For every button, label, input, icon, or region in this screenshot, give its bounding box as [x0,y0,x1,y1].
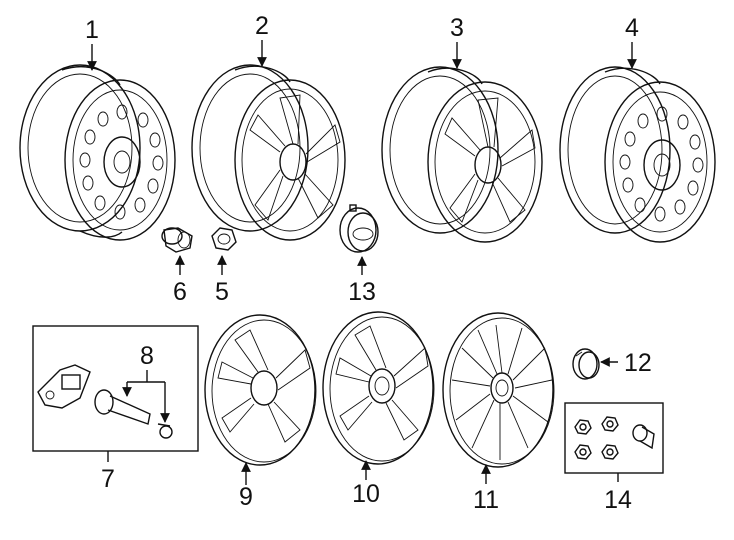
lug-nut-part-6 [161,227,193,253]
tpms-kit-box [32,325,199,452]
callout-13: 13 [348,278,376,306]
wheel-lock-kit-box [564,402,664,474]
wheel-lock-nuts [574,416,655,460]
callout-7: 7 [101,465,115,493]
tpms-sensor [37,364,91,409]
center-cap-part-13 [339,204,379,253]
wheel-cover-part-11 [442,312,555,468]
callout-6: 6 [173,278,187,306]
hex-nut-part-5 [211,227,237,251]
callout-8: 8 [140,342,154,370]
callout-14: 14 [604,486,632,514]
alloy-wheel-part-2 [191,64,346,241]
callout-11: 11 [473,486,499,514]
wheel-cover-part-10 [322,311,435,465]
callout-2: 2 [255,12,269,40]
steel-wheel-part-1 [19,64,176,241]
alloy-wheel-part-3 [381,66,543,243]
callout-4: 4 [625,14,639,42]
tpms-valve-stem [94,389,173,439]
callout-9: 9 [239,483,253,511]
wheel-cover-part-9 [204,314,317,466]
callout-12: 12 [624,349,652,377]
callout-1: 1 [85,16,99,44]
callout-5: 5 [215,278,229,306]
callout-3: 3 [450,14,464,42]
steel-wheel-part-4 [559,66,716,243]
center-cap-part-12 [572,348,600,380]
callout-10: 10 [352,480,380,508]
